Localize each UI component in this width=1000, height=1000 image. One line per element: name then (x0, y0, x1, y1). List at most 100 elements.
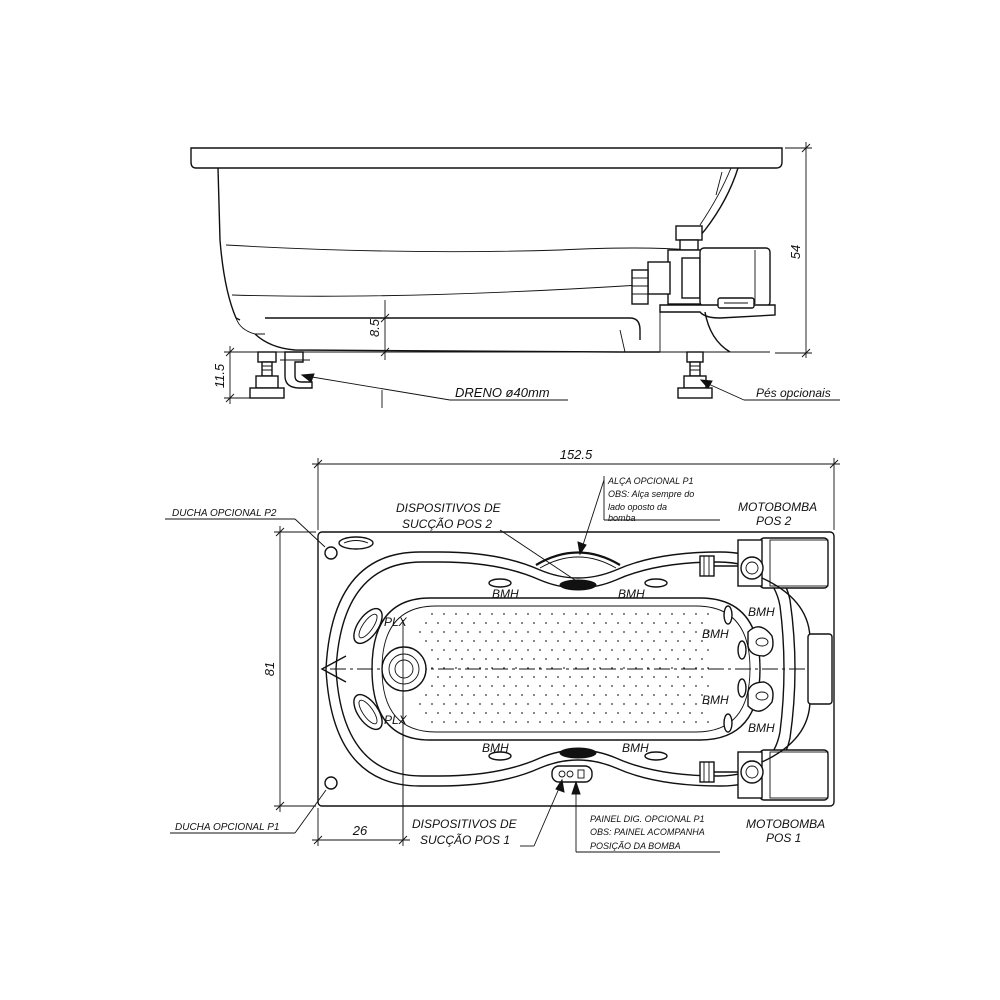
anti-slip-dot (485, 622, 487, 624)
anti-slip-dot (683, 631, 685, 633)
anti-slip-dot (443, 649, 445, 651)
anti-slip-dot (533, 622, 535, 624)
anti-slip-dot (587, 703, 589, 705)
anti-slip-dot (461, 676, 463, 678)
tub-left-wall (217, 167, 241, 321)
pump-pos1-line2: POS 1 (766, 831, 801, 845)
anti-slip-dot (473, 712, 475, 714)
anti-slip-dot (575, 631, 577, 633)
anti-slip-dot (599, 703, 601, 705)
anti-slip-dot (419, 703, 421, 705)
anti-slip-dot (647, 721, 649, 723)
anti-slip-dot (617, 658, 619, 660)
anti-slip-dot (581, 622, 583, 624)
anti-slip-dot (449, 622, 451, 624)
anti-slip-dot (437, 658, 439, 660)
anti-slip-dot (701, 658, 703, 660)
anti-slip-dot (689, 640, 691, 642)
anti-slip-dot (557, 658, 559, 660)
anti-slip-dot (695, 703, 697, 705)
anti-slip-dot (569, 622, 571, 624)
anti-slip-dot (593, 712, 595, 714)
anti-slip-dot (473, 676, 475, 678)
anti-slip-dot (497, 622, 499, 624)
anti-slip-dot (593, 622, 595, 624)
anti-slip-dot (689, 676, 691, 678)
anti-slip-dot (695, 721, 697, 723)
panel-line2: OBS: PAINEL ACOMPANHA (590, 827, 705, 837)
anti-slip-dot (443, 703, 445, 705)
anti-slip-dot (503, 631, 505, 633)
anti-slip-dot (443, 613, 445, 615)
anti-slip-dot (545, 694, 547, 696)
anti-slip-dot (593, 640, 595, 642)
anti-slip-dot (611, 631, 613, 633)
anti-slip-dot (509, 694, 511, 696)
dim-height: 54 (775, 142, 812, 358)
anti-slip-dot (707, 613, 709, 615)
anti-slip-dot (611, 703, 613, 705)
anti-slip-dot (551, 685, 553, 687)
anti-slip-dot (683, 721, 685, 723)
anti-slip-dot (599, 721, 601, 723)
anti-slip-dot (611, 649, 613, 651)
shower-p1-callout: DUCHA OPCIONAL P1 (170, 789, 327, 834)
left-foot (249, 351, 285, 399)
anti-slip-dot (527, 703, 529, 705)
anti-slip-dot (437, 622, 439, 624)
anti-slip-dot (443, 667, 445, 669)
anti-slip-dot (425, 694, 427, 696)
anti-slip-dot (665, 694, 667, 696)
anti-slip-dot (539, 721, 541, 723)
anti-slip-dot (563, 685, 565, 687)
anti-slip-dot (509, 676, 511, 678)
anti-slip-dot (455, 721, 457, 723)
anti-slip-dot (533, 676, 535, 678)
anti-slip-dot (581, 712, 583, 714)
anti-slip-dot (515, 667, 517, 669)
anti-slip-dot (455, 649, 457, 651)
anti-slip-dot (677, 694, 679, 696)
anti-slip-dot (707, 649, 709, 651)
tub-rim (190, 147, 783, 169)
pump-motor-side (631, 225, 776, 353)
anti-slip-dot (587, 631, 589, 633)
anti-slip-dot (503, 613, 505, 615)
anti-slip-dot (479, 703, 481, 705)
anti-slip-dot (485, 676, 487, 678)
anti-slip-dot (647, 685, 649, 687)
anti-slip-dot (449, 712, 451, 714)
anti-slip-dot (623, 667, 625, 669)
anti-slip-dot (521, 658, 523, 660)
anti-slip-dot (635, 613, 637, 615)
anti-slip-dot (701, 622, 703, 624)
headrest-marker (320, 655, 347, 683)
anti-slip-dot (497, 658, 499, 660)
anti-slip-dot (563, 667, 565, 669)
anti-slip-dot (557, 694, 559, 696)
anti-slip-dot (461, 694, 463, 696)
anti-slip-dot (593, 658, 595, 660)
anti-slip-dot (551, 721, 553, 723)
anti-slip-dot (641, 622, 643, 624)
anti-slip-dot (581, 658, 583, 660)
dim-feet-label: 11.5 (212, 363, 227, 388)
anti-slip-dot (581, 676, 583, 678)
anti-slip-dot (659, 649, 661, 651)
anti-slip-dot (575, 613, 577, 615)
anti-slip-dot (485, 658, 487, 660)
anti-slip-dot (485, 712, 487, 714)
anti-slip-dot (623, 721, 625, 723)
anti-slip-dot (635, 703, 637, 705)
anti-slip-dot (587, 649, 589, 651)
handle-icon (535, 551, 621, 566)
anti-slip-dot (527, 667, 529, 669)
anti-slip-dot (641, 712, 643, 714)
anti-slip-dot (509, 622, 511, 624)
anti-slip-dot (653, 712, 655, 714)
suction-pos2-callout: DISPOSITIVOS DE SUCÇÃO POS 2 (396, 501, 579, 583)
anti-slip-dot (617, 694, 619, 696)
anti-slip-dot (515, 613, 517, 615)
anti-slip-dot (479, 667, 481, 669)
anti-slip-dot (695, 667, 697, 669)
